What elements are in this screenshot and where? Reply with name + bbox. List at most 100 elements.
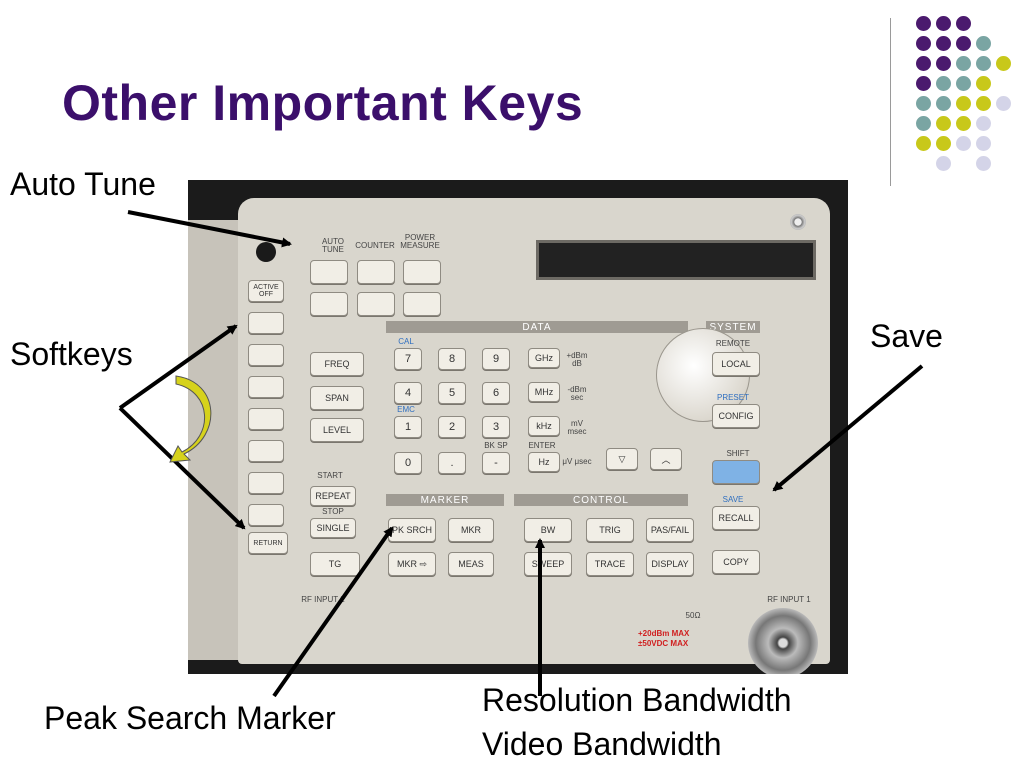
key-3: 3 bbox=[482, 416, 510, 438]
blank-key bbox=[357, 292, 395, 316]
callout-softkeys: Softkeys bbox=[10, 336, 133, 372]
mkr-to-key: MKR ⇨ bbox=[388, 552, 436, 576]
key-4: 4 bbox=[394, 382, 422, 404]
key-8: 8 bbox=[438, 348, 466, 370]
pass-fail-key: PAS/FAIL bbox=[646, 518, 694, 542]
softkey bbox=[248, 408, 284, 430]
key-dot: . bbox=[438, 452, 466, 474]
callout-vbw: Video Bandwidth bbox=[482, 726, 722, 762]
dot bbox=[976, 96, 991, 111]
dot bbox=[936, 76, 951, 91]
rf-connector bbox=[748, 608, 818, 674]
display-key: DISPLAY bbox=[646, 552, 694, 576]
rf-input-1-label: RF INPUT 1 bbox=[767, 595, 811, 604]
softkey bbox=[248, 472, 284, 494]
front-panel: AUTO TUNE COUNTER POWER MEASURE DATA SYS… bbox=[238, 198, 830, 674]
dot bbox=[916, 136, 931, 151]
key-6: 6 bbox=[482, 382, 510, 404]
span-key: SPAN bbox=[310, 386, 364, 410]
counter-key bbox=[357, 260, 395, 284]
floppy-slot bbox=[536, 240, 816, 280]
sweep-key: SWEEP bbox=[524, 552, 572, 576]
dot bbox=[936, 156, 951, 171]
active-off-softkey: ACTIVE OFF bbox=[248, 280, 284, 302]
blank-key bbox=[403, 292, 441, 316]
shift-key bbox=[712, 460, 760, 484]
power-switch bbox=[256, 242, 276, 262]
meas-key: MEAS bbox=[448, 552, 494, 576]
repeat-key: REPEAT bbox=[310, 486, 356, 506]
spectrum-analyzer-photo: AUTO TUNE COUNTER POWER MEASURE DATA SYS… bbox=[188, 180, 848, 674]
emc-label: EMC bbox=[397, 405, 415, 414]
data-band: DATA bbox=[386, 321, 688, 333]
copy-key: COPY bbox=[712, 550, 760, 574]
control-band: CONTROL bbox=[514, 494, 688, 506]
hz-key: Hz bbox=[528, 452, 560, 472]
screw-icon bbox=[790, 214, 806, 230]
step-up-key: ︿ bbox=[650, 448, 682, 470]
bw-key: BW bbox=[524, 518, 572, 542]
stop-label: STOP bbox=[322, 507, 344, 516]
unit-note: μV μsec bbox=[562, 457, 592, 466]
dot bbox=[916, 36, 931, 51]
key-9: 9 bbox=[482, 348, 510, 370]
key-0: 0 bbox=[394, 452, 422, 474]
dot bbox=[956, 76, 971, 91]
auto-tune-key bbox=[310, 260, 348, 284]
peak-search-arrow bbox=[272, 526, 394, 698]
key-label-auto-tune: AUTO TUNE bbox=[321, 237, 345, 254]
recall-key: RECALL bbox=[712, 506, 760, 530]
callout-peak-search: Peak Search Marker bbox=[44, 700, 336, 736]
key-minus: - bbox=[482, 452, 510, 474]
dot bbox=[976, 36, 991, 51]
softkey bbox=[248, 504, 284, 526]
freq-key: FREQ bbox=[310, 352, 364, 376]
local-key: LOCAL bbox=[712, 352, 760, 376]
callout-save: Save bbox=[870, 318, 943, 354]
cal-label: CAL bbox=[398, 337, 414, 346]
dot bbox=[936, 56, 951, 71]
key-7: 7 bbox=[394, 348, 422, 370]
tg-key: TG bbox=[310, 552, 360, 576]
dot bbox=[916, 16, 931, 31]
auto-tune-arrow bbox=[127, 210, 292, 248]
dot bbox=[916, 96, 931, 111]
dot bbox=[956, 36, 971, 51]
unit-note: +dBm dB bbox=[566, 351, 588, 368]
max-warning-2: ±50VDC MAX bbox=[638, 639, 689, 648]
dot bbox=[916, 76, 931, 91]
remote-label: REMOTE bbox=[715, 339, 751, 348]
shift-label: SHIFT bbox=[726, 449, 750, 458]
dot bbox=[936, 136, 951, 151]
curved-arrow-icon bbox=[169, 375, 212, 463]
dot bbox=[936, 16, 951, 31]
peak-search-key: PK SRCH bbox=[388, 518, 436, 542]
unit-note: mV msec bbox=[567, 419, 587, 436]
mkr-key: MKR bbox=[448, 518, 494, 542]
softkey bbox=[248, 344, 284, 366]
dot bbox=[916, 116, 931, 131]
softkeys-arrow-up bbox=[118, 324, 238, 410]
dot bbox=[956, 96, 971, 111]
preset-label: PRESET bbox=[716, 393, 749, 402]
ghz-key: GHz bbox=[528, 348, 560, 368]
key-5: 5 bbox=[438, 382, 466, 404]
key-label-power-measure: POWER MEASURE bbox=[400, 233, 440, 250]
marker-band: MARKER bbox=[386, 494, 504, 506]
dot bbox=[936, 96, 951, 111]
config-key: CONFIG bbox=[712, 404, 760, 428]
dot bbox=[956, 116, 971, 131]
bk-sp-label: BK SP bbox=[484, 441, 508, 450]
save-label: SAVE bbox=[722, 495, 744, 504]
return-softkey: RETURN bbox=[248, 532, 288, 554]
dot bbox=[956, 16, 971, 31]
dot bbox=[976, 156, 991, 171]
mhz-key: MHz bbox=[528, 382, 560, 402]
start-label: START bbox=[317, 471, 343, 480]
softkeys-arrow-down bbox=[118, 406, 246, 530]
dot bbox=[976, 116, 991, 131]
dot bbox=[996, 96, 1011, 111]
key-1: 1 bbox=[394, 416, 422, 438]
softkey bbox=[248, 312, 284, 334]
